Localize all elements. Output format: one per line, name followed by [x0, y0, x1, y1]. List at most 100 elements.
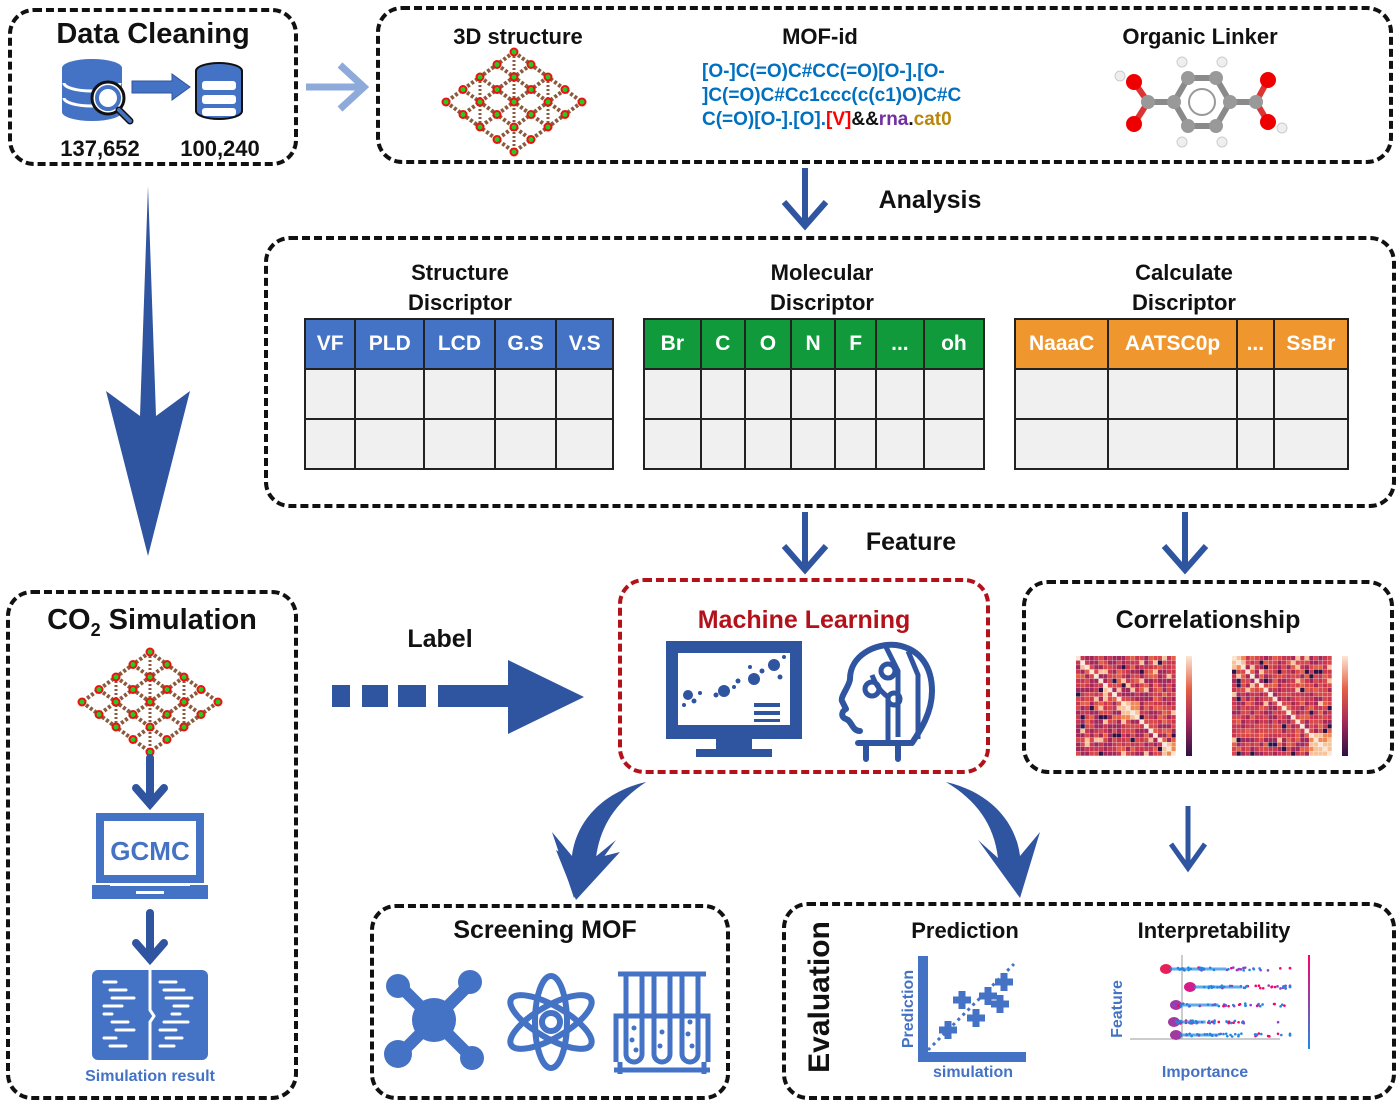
mofid-separator: &&: [851, 109, 879, 130]
molecular-header-cell: O: [743, 318, 792, 370]
molecular-header-cell: F: [834, 318, 877, 370]
table-cell: [423, 368, 496, 420]
arrow-down-gcmc: [132, 754, 168, 811]
molecular-header-cell: oh: [922, 318, 986, 370]
table-cell: [834, 368, 877, 420]
curved-arrow-evaluation: [946, 782, 1040, 898]
structure-descriptor-title: Structure Discriptor: [360, 258, 560, 318]
calculate-descriptor-title: Calculate Discriptor: [1084, 258, 1284, 318]
molecular-header-cell: Br: [643, 318, 702, 370]
mofid-line-1: [O-]C(=O)C#CC(=O)[O-].[O-: [702, 61, 945, 82]
table-cell: [354, 418, 426, 470]
interpretability-title: Interpretability: [1137, 918, 1291, 943]
molecular-descriptor-title: Molecular Discriptor: [722, 258, 922, 318]
table-cell: [1235, 368, 1275, 420]
table-cell: [643, 418, 702, 470]
structure-title: 3D structure: [453, 24, 583, 49]
data-cleaning-title: Data Cleaning: [56, 18, 250, 50]
database-icon: [195, 62, 243, 120]
table-cell: [1272, 418, 1350, 470]
table-cell: [493, 418, 558, 470]
structure-header-cell: LCD: [423, 318, 496, 370]
laptop-icon: [92, 813, 208, 899]
mofid-title: MOF-id: [782, 24, 858, 49]
simulation-title-subscript: 2: [90, 619, 101, 640]
mofid-line-3: C(=O)[O-].[O].[V]&&rna.cat0: [702, 108, 1002, 132]
organic-linker-molecule-image: [1114, 56, 1288, 148]
monitor-chart-icon: [666, 641, 802, 757]
gcmc-label: GCMC: [110, 836, 190, 866]
arrow-down-feature: [781, 512, 829, 575]
shap-summary-plot: [1130, 955, 1310, 1049]
arrow-down-analysis: [781, 168, 829, 231]
big-arrow-down: [106, 186, 190, 556]
arrow-down-correlation: [1161, 512, 1209, 575]
evaluation-box: [782, 902, 1396, 1100]
mofid-topology: rna: [878, 109, 909, 130]
table-cell: [922, 418, 986, 470]
arrow-down-result: [132, 909, 168, 966]
table-cell: [1107, 368, 1238, 420]
light-arrow-right: [306, 62, 370, 112]
table-cell: [874, 368, 925, 420]
table-cell: [699, 418, 746, 470]
table-row: [643, 418, 986, 470]
structure-descriptor-title-2: Discriptor: [408, 290, 512, 315]
atom-icon: [507, 973, 595, 1071]
prediction-y-label: Prediction: [900, 969, 917, 1049]
table-cell: [699, 368, 746, 420]
molecular-header-cell: ...: [874, 318, 925, 370]
simulation-box: [6, 590, 298, 1100]
table-cell: [743, 418, 792, 470]
calculate-descriptor-title-2: Discriptor: [1132, 290, 1236, 315]
table-cell: [1013, 368, 1110, 420]
structure-header-cell: VF: [303, 318, 357, 370]
test-tubes-icon: [613, 971, 711, 1074]
correlation-heatmap-1: [1076, 656, 1192, 756]
linker-title: Organic Linker: [1122, 24, 1278, 49]
prediction-scatter-plot: [918, 956, 1026, 1062]
count-before: 137,652: [60, 136, 140, 161]
table-cell: [303, 368, 357, 420]
molecule-icon: [384, 970, 484, 1070]
simulation-result-label: Simulation result: [85, 1068, 215, 1085]
arrow-down-evaluation: [1168, 806, 1208, 873]
structure-descriptor-title-1: Structure: [411, 260, 509, 285]
mofid-metal: [V]: [826, 109, 852, 130]
table-row: [303, 368, 614, 420]
mofid-string: [O-]C(=O)C#CC(=O)[O-].[O- ]C(=O)C#Cc1ccc…: [702, 60, 1002, 132]
mof-3d-structure-image: [441, 47, 587, 157]
table-cell: [834, 418, 877, 470]
evaluation-title: Evaluation: [803, 921, 836, 1073]
calculate-header-cell: NaaaC: [1013, 318, 1110, 370]
table-row: [1013, 368, 1350, 420]
calculate-header-cell: SsBr: [1272, 318, 1350, 370]
label-text: Label: [407, 625, 473, 653]
table-cell: [922, 368, 986, 420]
molecular-header-cell: C: [699, 318, 746, 370]
simulation-title-suffix: Simulation: [100, 604, 257, 636]
table-row: [303, 418, 614, 470]
simulation-title-prefix: CO: [47, 604, 91, 636]
database-search-icon: [62, 59, 134, 125]
simulation-title: CO2 Simulation: [6, 604, 298, 641]
table-cell: [354, 368, 426, 420]
screening-title: Screening MOF: [453, 916, 637, 944]
structure-header-cell: G.S: [493, 318, 558, 370]
arrow-right-icon: [131, 73, 191, 101]
analysis-label: Analysis: [878, 186, 982, 214]
table-cell: [303, 418, 357, 470]
screening-box: [370, 904, 730, 1100]
document-result-icon: [92, 970, 208, 1060]
table-cell: [1272, 368, 1350, 420]
molecular-descriptor-title-2: Discriptor: [770, 290, 874, 315]
mofid-catenation: cat0: [913, 109, 952, 130]
mof-simulation-structure-image: [77, 647, 223, 757]
prediction-title: Prediction: [911, 918, 1019, 943]
correlationship-box: [1022, 580, 1394, 774]
table-cell: [1107, 418, 1238, 470]
data-cleaning-box: [8, 8, 298, 166]
table-cell: [743, 368, 792, 420]
count-after: 100,240: [180, 136, 260, 161]
molecular-header-cell: N: [789, 318, 837, 370]
